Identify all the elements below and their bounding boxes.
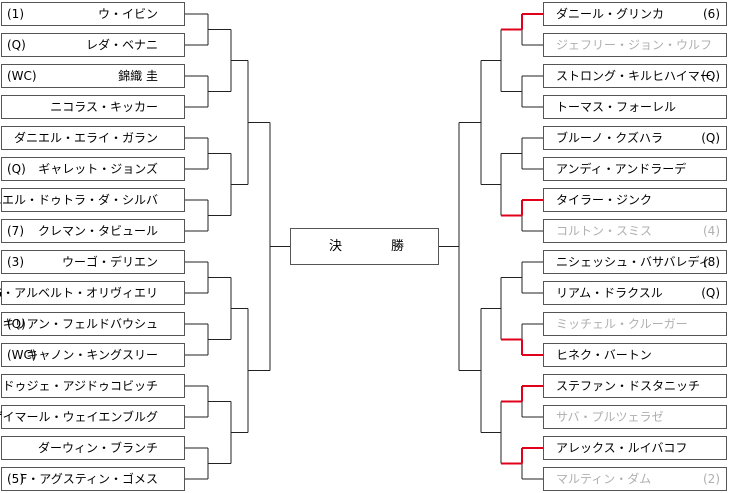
player-name: アレックス・ルイバコフ — [556, 441, 688, 455]
left-player-box: (WC) 錦織 圭 — [1, 64, 185, 88]
right-player-box: (8)ニシェッシュ・バサバレディ — [543, 250, 727, 274]
right-player-box: ジェフリー・ジョン・ウルフ — [543, 33, 727, 57]
player-name: F・アグスティン・ゴメス — [20, 472, 158, 486]
player-seed: (8) — [703, 255, 720, 269]
player-name: キリアン・フェルドバウシュ — [2, 317, 158, 331]
final-box: 決 勝 — [290, 228, 439, 265]
left-player-box: G・アルベルト・オリヴィエリ — [0, 281, 185, 305]
player-seed: (Q) — [7, 317, 26, 331]
player-name: ドゥジェ・アジドゥコビッチ — [2, 379, 158, 393]
player-name: ウーゴ・デリエン — [61, 255, 158, 269]
right-player-box: (Q) ブルーノ・クズハラ — [543, 126, 727, 150]
player-name: ダーウィン・ブランチ — [37, 441, 158, 455]
right-player-box: (4) コルトン・スミス — [543, 219, 727, 243]
right-player-box: ミッチェル・クルーガー — [543, 312, 727, 336]
left-player-box: ダニエル・ドゥトラ・ダ・シルバ — [0, 188, 185, 212]
left-player-box: ニコラス・キッカー — [1, 95, 185, 119]
left-player-box: ダニエル・エライ・ガラン — [1, 126, 185, 150]
left-player-box: ドゥジェ・アジドゥコビッチ — [1, 374, 185, 398]
player-name: ギャレット・ジョンズ — [38, 162, 158, 176]
right-player-box: トーマス・フォーレル — [543, 95, 727, 119]
final-label-2: 勝 — [391, 239, 405, 254]
left-player-box: ダーウィン・ブランチ — [1, 436, 185, 460]
player-name: 錦織 圭 — [118, 69, 158, 83]
left-player-box: S・ゲイマール・ウェイエンブルグ — [0, 405, 185, 429]
right-player-box: タイラー・ジンク — [543, 188, 727, 212]
right-player-box: サバ・プルツェラゼ — [543, 405, 727, 429]
player-seed: (6) — [703, 7, 720, 21]
player-name: レダ・ベナニ — [85, 38, 158, 52]
player-name: リアム・ドラクスル — [556, 286, 663, 300]
player-seed: (WC) — [7, 69, 37, 83]
player-seed: (7) — [7, 224, 24, 238]
player-seed: (WC) — [7, 348, 37, 362]
player-name: ヒネク・バートン — [556, 348, 652, 362]
left-player-box: (Q) ギャレット・ジョンズ — [1, 157, 185, 181]
player-name: トーマス・フォーレル — [556, 100, 677, 114]
player-name: S・ゲイマール・ウェイエンブルグ — [0, 410, 158, 424]
player-name: キャノン・キングスリー — [26, 348, 158, 362]
player-seed: (3) — [7, 255, 24, 269]
right-player-box: (6) ダニール・グリンカ — [543, 2, 727, 26]
left-player-box: (1) ウ・イビン — [1, 2, 185, 26]
player-name: ブルーノ・クズハラ — [556, 131, 664, 145]
player-seed: (Q) — [701, 131, 720, 145]
left-player-box: (WC)キャノン・キングスリー — [1, 343, 185, 367]
player-seed: (2) — [703, 472, 720, 486]
player-name: ストロング・キルヒハイマー — [556, 69, 712, 83]
right-player-box: アレックス・ルイバコフ — [543, 436, 727, 460]
player-name: アンディ・アンドラーデ — [556, 162, 687, 176]
right-player-box: アンディ・アンドラーデ — [543, 157, 727, 181]
right-player-box: (2) マルティン・ダム — [543, 467, 727, 491]
player-seed: (4) — [703, 224, 720, 238]
player-name: ニシェッシュ・バサバレディ — [556, 255, 711, 269]
player-seed: (5) — [7, 472, 24, 486]
player-seed: (Q) — [701, 69, 720, 83]
right-player-box: (Q)ストロング・キルヒハイマー — [543, 64, 727, 88]
right-player-box: ヒネク・バートン — [543, 343, 727, 367]
final-label-1: 決 — [329, 239, 343, 254]
player-name: G・アルベルト・オリヴィエリ — [0, 286, 158, 300]
right-player-box: (Q) リアム・ドラクスル — [543, 281, 727, 305]
player-name: ミッチェル・クルーガー — [556, 317, 688, 331]
left-player-box: (7) クレマン・タビュール — [1, 219, 185, 243]
player-name: マルティン・ダム — [556, 472, 652, 486]
left-player-box: (Q)キリアン・フェルドバウシュ — [1, 312, 185, 336]
player-name: コルトン・スミス — [556, 224, 653, 238]
player-seed: (Q) — [7, 38, 26, 52]
player-seed: (Q) — [701, 286, 720, 300]
player-name: ステファン・ドスタニッチ — [556, 379, 701, 393]
player-name: タイラー・ジンク — [556, 193, 653, 207]
player-name: ダニエル・ドゥトラ・ダ・シルバ — [0, 193, 158, 207]
player-name: ジェフリー・ジョン・ウルフ — [556, 38, 713, 52]
left-player-box: (Q) レダ・ベナニ — [1, 33, 185, 57]
left-player-box: (3) ウーゴ・デリエン — [1, 250, 185, 274]
player-name: ダニール・グリンカ — [556, 7, 665, 21]
player-name: クレマン・タビュール — [37, 224, 158, 238]
player-name: ダニエル・エライ・ガラン — [13, 131, 158, 145]
player-name: ウ・イビン — [97, 7, 158, 21]
player-seed: (Q) — [7, 162, 26, 176]
player-name: サバ・プルツェラゼ — [556, 410, 664, 424]
left-player-box: (5)F・アグスティン・ゴメス — [1, 467, 185, 491]
right-player-box: ステファン・ドスタニッチ — [543, 374, 727, 398]
player-seed: (1) — [7, 7, 24, 21]
player-name: ニコラス・キッカー — [50, 100, 158, 114]
